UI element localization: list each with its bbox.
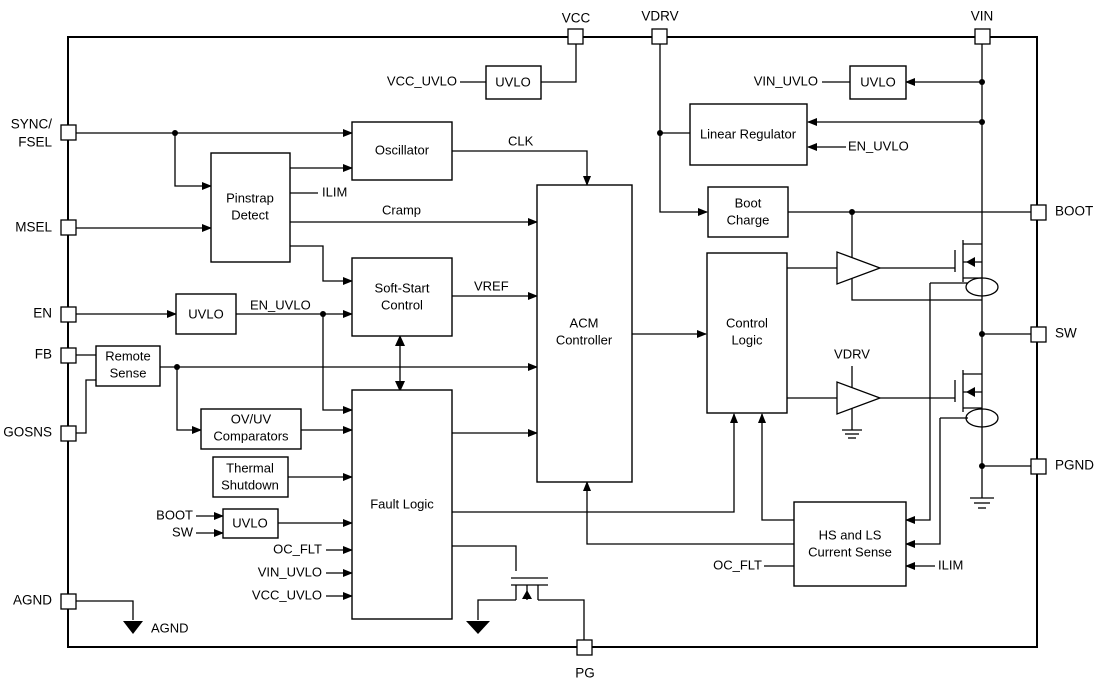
signal-vcc-uvlo-fault: VCC_UVLO bbox=[252, 587, 322, 602]
pin-pgnd bbox=[1030, 458, 1047, 475]
soft-start-label-2: Control bbox=[381, 297, 423, 312]
boot-charge-label-2: Charge bbox=[727, 212, 770, 227]
ls-current-sensor bbox=[965, 408, 999, 428]
remote-sense-label-2: Sense bbox=[110, 365, 147, 380]
current-sense-block bbox=[793, 501, 907, 587]
pins bbox=[60, 28, 1047, 656]
ovuv-label-2: Comparators bbox=[213, 428, 289, 443]
signal-boot-in: BOOT bbox=[156, 507, 193, 522]
signal-oc-flt-cs: OC_FLT bbox=[713, 557, 762, 572]
high-side-mosfet bbox=[954, 240, 982, 282]
ovuv-label-1: OV/UV bbox=[231, 411, 272, 426]
fault-logic-label: Fault Logic bbox=[370, 496, 434, 511]
pin-agnd bbox=[60, 593, 77, 610]
fault-logic-block bbox=[351, 389, 453, 620]
control-logic-label-2: Logic bbox=[731, 332, 763, 347]
signal-en-uvlo-linreg: EN_UVLO bbox=[848, 138, 909, 153]
remote-sense-block bbox=[95, 345, 161, 387]
signal-en-uvlo: EN_UVLO bbox=[250, 297, 311, 312]
vcc-uvlo-block-label: UVLO bbox=[495, 74, 530, 89]
signal-ilim-pinstrap: ILIM bbox=[322, 184, 347, 199]
hs-current-sensor bbox=[965, 277, 999, 297]
pin-fb bbox=[60, 347, 77, 364]
acm-label-2: Controller bbox=[556, 332, 613, 347]
boot-charge-label-1: Boot bbox=[735, 195, 762, 210]
ground-symbols bbox=[123, 429, 994, 634]
remote-sense-label-1: Remote bbox=[105, 348, 151, 363]
pin-label-gosns: GOSNS bbox=[3, 425, 52, 440]
pin-pg bbox=[576, 639, 593, 656]
signal-vin-uvlo-fault: VIN_UVLO bbox=[258, 564, 322, 579]
pin-sync-fsel bbox=[60, 124, 77, 141]
pin-vcc bbox=[567, 28, 584, 45]
pin-label-en: EN bbox=[33, 306, 52, 321]
oscillator-block bbox=[351, 121, 453, 181]
signal-sw-in: SW bbox=[172, 524, 194, 539]
wires bbox=[76, 44, 1031, 640]
signal-agnd-symbol: AGND bbox=[151, 620, 189, 635]
pin-vin bbox=[974, 28, 991, 45]
low-side-mosfet bbox=[954, 370, 982, 412]
pin-label-pgnd: PGND bbox=[1055, 458, 1094, 473]
pin-sw bbox=[1030, 326, 1047, 343]
acm-label-1: ACM bbox=[570, 315, 599, 330]
linear-regulator-label: Linear Regulator bbox=[700, 126, 797, 141]
oscillator-label: Oscillator bbox=[375, 142, 430, 157]
ov-uv-comparators-block bbox=[200, 408, 302, 450]
boot-charge-block bbox=[707, 186, 789, 238]
pin-label-boot: BOOT bbox=[1055, 204, 1093, 219]
en-uvlo-block bbox=[175, 293, 237, 335]
thermal-label-1: Thermal bbox=[226, 460, 274, 475]
low-side-driver bbox=[836, 381, 882, 415]
pin-label-vcc: VCC bbox=[562, 11, 591, 26]
signal-clk: CLK bbox=[508, 133, 534, 148]
signal-vin-uvlo: VIN_UVLO bbox=[754, 73, 818, 88]
linear-regulator-block bbox=[689, 103, 808, 166]
pin-label-fsel: FSEL bbox=[18, 135, 52, 150]
pinstrap-label-1: Pinstrap bbox=[226, 190, 274, 205]
en-uvlo-block-label: UVLO bbox=[188, 306, 223, 321]
signal-oc-flt-fault: OC_FLT bbox=[273, 541, 322, 556]
pin-gosns bbox=[60, 425, 77, 442]
boot-uvlo-block-label: UVLO bbox=[232, 515, 267, 530]
acm-controller-block bbox=[536, 184, 633, 483]
soft-start-label-1: Soft-Start bbox=[375, 280, 430, 295]
high-side-driver bbox=[836, 251, 882, 285]
current-sense-label-2: Current Sense bbox=[808, 544, 892, 559]
pinstrap-label-2: Detect bbox=[231, 207, 269, 222]
signal-ilim-cs: ILIM bbox=[938, 557, 963, 572]
signal-vdrv-driver: VDRV bbox=[834, 346, 870, 361]
pin-label-msel: MSEL bbox=[15, 220, 52, 235]
pin-label-sync: SYNC/ bbox=[11, 117, 53, 132]
current-sense-label-1: HS and LS bbox=[819, 527, 882, 542]
vin-uvlo-block-label: UVLO bbox=[860, 74, 895, 89]
thermal-shutdown-block bbox=[212, 456, 289, 498]
pin-vdrv bbox=[651, 28, 668, 45]
thermal-label-2: Shutdown bbox=[221, 477, 279, 492]
signal-cramp: Cramp bbox=[382, 202, 421, 217]
junction-dots bbox=[172, 79, 985, 469]
pin-label-fb: FB bbox=[35, 347, 52, 362]
pin-en bbox=[60, 306, 77, 323]
signal-vcc-uvlo: VCC_UVLO bbox=[387, 73, 457, 88]
pin-msel bbox=[60, 219, 77, 236]
pin-label-agnd: AGND bbox=[13, 593, 52, 608]
pin-label-pg: PG bbox=[575, 666, 595, 681]
control-logic-block bbox=[706, 252, 788, 414]
vcc-uvlo-block bbox=[485, 65, 542, 100]
vin-uvlo-block bbox=[849, 65, 907, 100]
control-logic-label-1: Control bbox=[726, 315, 768, 330]
signal-vref: VREF bbox=[474, 278, 509, 293]
soft-start-control-block bbox=[351, 257, 453, 337]
pin-label-vin: VIN bbox=[971, 9, 994, 24]
pin-label-sw: SW bbox=[1055, 326, 1077, 341]
pin-label-vdrv: VDRV bbox=[641, 9, 678, 24]
pinstrap-detect-block bbox=[210, 152, 291, 263]
boot-uvlo-block bbox=[222, 508, 279, 539]
pin-boot bbox=[1030, 204, 1047, 221]
